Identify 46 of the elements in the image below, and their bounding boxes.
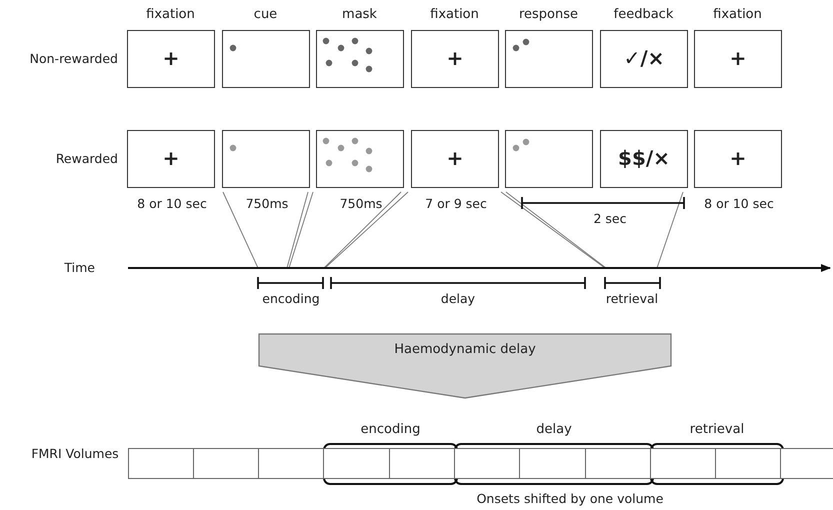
shape-label: Haemodynamic delay (393, 343, 537, 357)
screen-heading: cue (252, 8, 278, 22)
volume-cell (389, 448, 455, 479)
duration-label: 750ms (338, 197, 384, 211)
group-heading: encoding (360, 423, 422, 437)
screen-heading: feedback (612, 8, 674, 22)
duration-label: 8 or 10 sec (136, 197, 208, 211)
duration-label: 7 or 9 sec (424, 197, 488, 211)
screen-box (505, 130, 593, 188)
screen-heading: fixation (145, 8, 196, 22)
interval-label: encoding (261, 292, 321, 306)
row-label: FMRI Volumes (30, 445, 120, 462)
interval-label: retrieval (604, 292, 660, 306)
dimension-label: 2 sec (592, 212, 628, 226)
note-text: Onsets shifted by one volume (476, 492, 664, 506)
row-label: Rewarded (54, 152, 118, 166)
symbol-text: + (728, 147, 748, 169)
volume-cell (650, 448, 716, 479)
symbol-text: + (162, 47, 180, 69)
volume-cell (519, 448, 586, 479)
volume-cell (128, 448, 194, 479)
volume-cell (715, 448, 781, 479)
symbol-text: + (162, 147, 180, 169)
screen-heading: fixation (429, 8, 480, 22)
volume-cell (585, 448, 651, 479)
screen-box (600, 130, 688, 188)
symbol-text: + (446, 47, 464, 69)
volume-cell (258, 448, 324, 479)
axis-label: Time (63, 261, 95, 275)
row-label: Non-rewarded (28, 52, 118, 66)
screen-heading: mask (341, 8, 378, 22)
interval-label: delay (440, 292, 476, 306)
volume-cell (780, 448, 833, 479)
symbol-text: + (728, 47, 748, 69)
symbol-text: + (446, 147, 464, 169)
screen-heading: response (518, 8, 580, 22)
volume-cell (454, 448, 520, 479)
screen-heading: fixation (712, 8, 763, 22)
duration-label: 8 or 10 sec (703, 197, 775, 211)
volume-cell (323, 448, 390, 479)
symbol-text: $$/× (617, 147, 671, 169)
duration-label: 750ms (244, 197, 290, 211)
symbol-text: ✓/× (622, 47, 666, 69)
group-heading: retrieval (688, 423, 746, 437)
volume-cell (193, 448, 259, 479)
group-heading: delay (535, 423, 573, 437)
